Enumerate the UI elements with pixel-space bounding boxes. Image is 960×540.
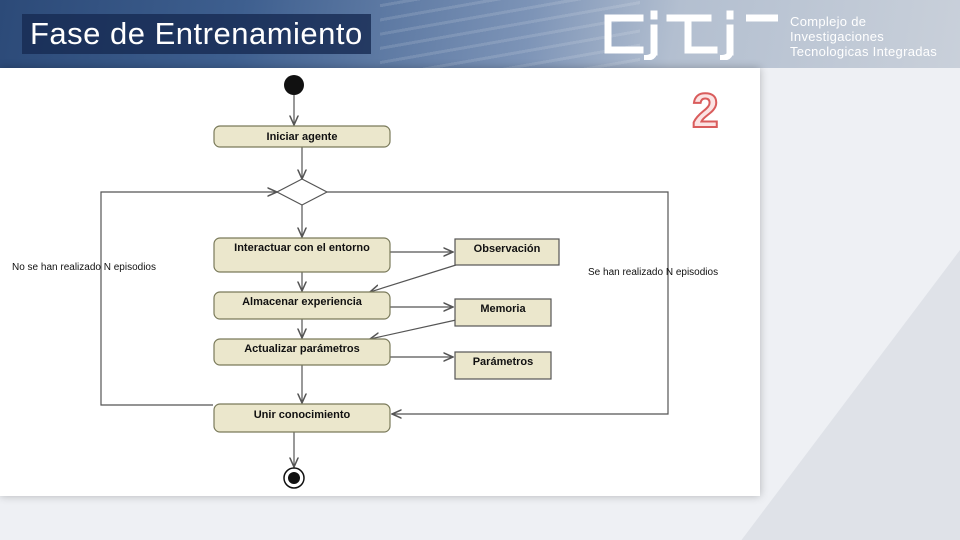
edge-memoria-actualizar xyxy=(370,319,457,339)
action-actualizar xyxy=(213,338,391,366)
citi-logo xyxy=(604,10,778,60)
action-iniciar-agente xyxy=(213,125,391,148)
logo-line-3: Tecnologicas Integradas xyxy=(790,44,938,59)
initial-node xyxy=(284,75,304,95)
object-memoria xyxy=(454,298,552,327)
object-observacion xyxy=(454,238,560,266)
label-parametros: Parámetros xyxy=(473,356,534,368)
logo-line-1: Complejo de xyxy=(790,14,867,29)
slide-header: Fase de Entrenamiento Complejo de Invest… xyxy=(0,0,960,68)
guard-left-label: No se han realizado N episodios xyxy=(12,262,156,273)
label-almacenar: Almacenar experiencia xyxy=(242,296,363,308)
guard-right-label: Se han realizado N episodios xyxy=(588,267,718,278)
label-interactuar: Interactuar con el entorno xyxy=(234,242,370,254)
label-unir: Unir conocimiento xyxy=(254,409,351,421)
label-iniciar-agente: Iniciar agente xyxy=(267,131,338,143)
slide-title: Fase de Entrenamiento xyxy=(22,14,371,54)
edge-loop-left xyxy=(100,192,277,406)
object-parametros xyxy=(454,351,552,380)
label-memoria: Memoria xyxy=(480,303,526,315)
label-observacion: Observación xyxy=(474,243,541,255)
label-actualizar: Actualizar parámetros xyxy=(244,343,360,355)
action-almacenar xyxy=(213,291,391,320)
final-node-inner xyxy=(288,472,300,484)
action-unir xyxy=(213,403,391,433)
decision-node xyxy=(275,178,329,206)
slide-number: 2 xyxy=(691,84,720,139)
logo-caption: Complejo de Investigaciones Tecnologicas… xyxy=(790,14,937,59)
action-interactuar xyxy=(213,237,391,273)
edge-observacion-almacenar xyxy=(370,264,457,292)
edge-loop-right xyxy=(327,191,669,414)
logo-line-2: Investigaciones xyxy=(790,29,885,44)
